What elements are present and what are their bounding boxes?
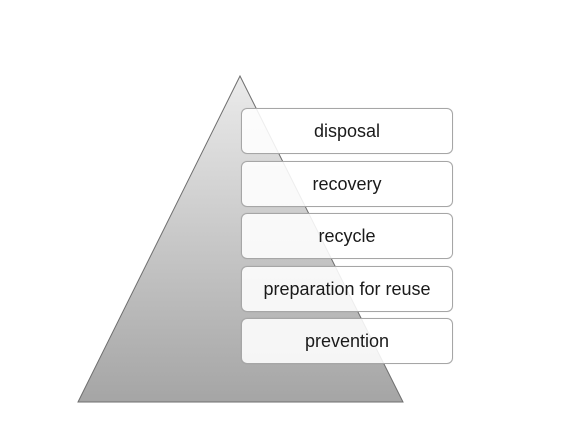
level-prevention: prevention: [241, 318, 453, 364]
level-disposal: disposal: [241, 108, 453, 154]
hierarchy-levels: disposal recovery recycle preparation fo…: [241, 108, 453, 364]
level-label: recovery: [312, 173, 382, 194]
level-recycle: recycle: [241, 213, 453, 259]
level-label: disposal: [313, 121, 381, 141]
level-label: recycle: [318, 226, 376, 246]
level-label: prevention: [304, 331, 390, 351]
level-label: preparation for reuse: [263, 278, 431, 299]
level-recovery: recovery: [241, 160, 453, 207]
level-preparation-for-reuse: preparation for reuse: [241, 265, 453, 312]
